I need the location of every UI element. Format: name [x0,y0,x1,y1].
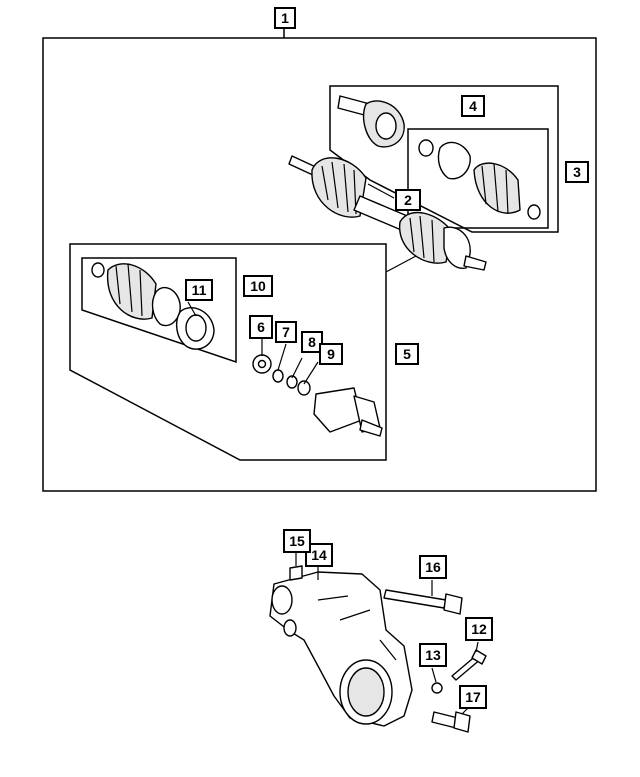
inboard-boot-kit [91,262,215,350]
bushing-15 [289,565,303,581]
svg-text:15: 15 [289,533,305,549]
outboard-boot-kit [418,139,541,220]
leader-lines-upper [187,183,417,385]
svg-text:11: 11 [192,282,207,298]
svg-text:1: 1 [281,10,289,26]
callout-13[interactable]: 13 [419,643,447,667]
svg-text:4: 4 [469,98,477,114]
callout-12[interactable]: 12 [465,617,493,641]
svg-text:5: 5 [403,346,411,362]
callout-1[interactable]: 1 [274,7,296,29]
callout-11[interactable]: 11 [185,279,213,301]
callout-8[interactable]: 8 [301,331,323,353]
bolt-12 [451,649,487,681]
svg-text:10: 10 [250,278,266,294]
callout-9[interactable]: 9 [319,343,343,365]
callout-14[interactable]: 14 [305,543,333,567]
bolt-16 [383,589,463,615]
svg-text:9: 9 [327,346,335,362]
callout-4[interactable]: 4 [461,95,485,117]
svg-text:13: 13 [425,647,441,663]
svg-text:14: 14 [311,547,327,563]
svg-text:7: 7 [282,324,290,340]
svg-text:6: 6 [257,319,265,335]
callout-17[interactable]: 17 [459,685,487,709]
callout-3[interactable]: 3 [565,161,589,183]
bolt-17 [431,711,471,733]
bearing-bracket [269,571,413,727]
outboard-cv-joint [337,95,405,148]
assembly-3-frame [329,85,559,233]
leader-lines-lower [295,552,479,715]
svg-text:16: 16 [425,559,441,575]
callout-2[interactable]: 2 [395,189,421,211]
svg-text:2: 2 [404,192,412,208]
callout-7[interactable]: 7 [275,321,297,343]
callout-10[interactable]: 10 [243,275,273,297]
svg-text:12: 12 [471,621,487,637]
callout-6[interactable]: 6 [249,315,273,339]
svg-text:8: 8 [308,334,316,350]
assembly-5-frame [69,243,387,461]
halfshaft [288,155,487,271]
callout-16[interactable]: 16 [419,555,447,579]
washer-13 [431,682,443,694]
svg-text:17: 17 [465,689,481,705]
svg-text:3: 3 [573,164,581,180]
inboard-joint-parts [252,354,383,437]
assembly-10-frame [81,257,237,364]
callout-5[interactable]: 5 [395,343,419,365]
callout-15[interactable]: 15 [283,529,311,553]
